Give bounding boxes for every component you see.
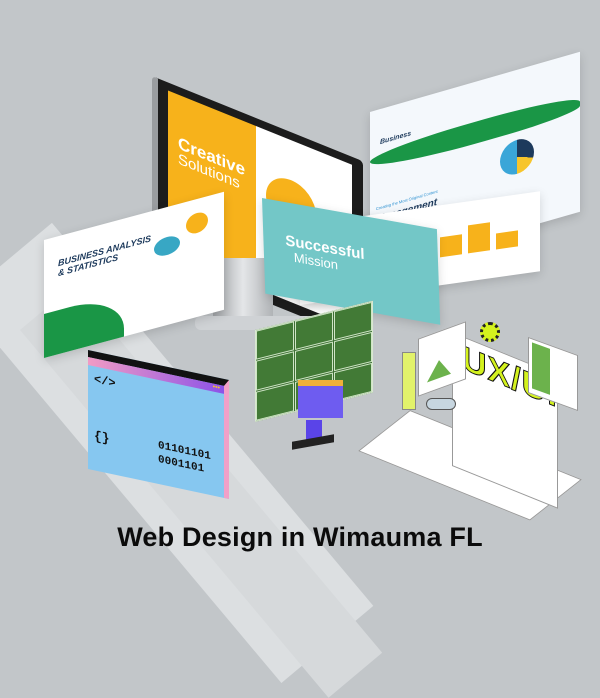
toolbar-ruler-icon: [402, 352, 416, 410]
pie-chart-icon: [500, 134, 534, 179]
business-analysis-card: BUSINESS ANALYSIS & STATISTICS: [44, 191, 224, 358]
window-dots-icon: •••: [212, 383, 220, 393]
page-headline: Web Design in Wimauma FL: [117, 522, 483, 552]
code-tag-icon: </>: [94, 372, 116, 391]
gear-bubble-icon: [186, 210, 208, 236]
chat-bubble-icon: [154, 233, 180, 259]
toggle-switch-icon: [426, 398, 456, 410]
gear-icon: [480, 322, 500, 342]
braces-icon: {}: [94, 428, 110, 447]
open-drawer: [298, 380, 343, 418]
